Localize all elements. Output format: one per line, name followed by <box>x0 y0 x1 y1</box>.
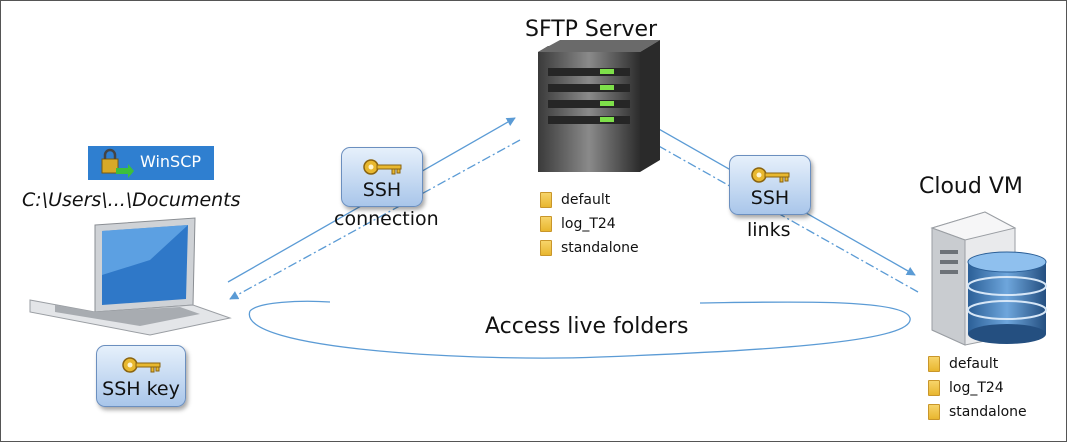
connection-arrow-down <box>229 139 521 300</box>
ssh-key-badge: SSH key <box>96 345 186 407</box>
key-icon <box>751 167 790 183</box>
ssh-connection-line1: SSH <box>362 179 402 201</box>
ssh-connection-line2: connection <box>334 208 439 230</box>
client-path: C:\Users\...\Documents <box>22 189 241 211</box>
folder-item: default <box>540 188 639 212</box>
cloud-folder-list: default log_T24 standalone <box>928 352 1027 424</box>
ssh-links-line1: SSH <box>750 187 790 209</box>
access-ellipse <box>248 301 911 359</box>
link-arrow-up <box>647 139 919 293</box>
folder-item: log_T24 <box>540 212 639 236</box>
key-icon <box>363 159 402 175</box>
folder-icon <box>928 380 940 396</box>
folder-item: standalone <box>540 236 639 260</box>
server-icon <box>538 40 660 172</box>
ssh-key-label: SSH key <box>102 378 180 400</box>
server-folder-list: default log_T24 standalone <box>540 188 639 260</box>
folder-icon <box>540 240 552 256</box>
folder-icon <box>540 216 552 232</box>
ssh-links-line2: links <box>747 219 791 241</box>
cloud-vm-title: Cloud VM <box>919 174 1023 199</box>
folder-item: standalone <box>928 400 1027 424</box>
folder-icon <box>540 192 552 208</box>
cloud-vm-icon <box>930 211 1047 346</box>
ssh-links-badge: SSH <box>729 155 811 215</box>
folder-item: default <box>928 352 1027 376</box>
key-icon <box>122 357 161 373</box>
winscp-badge: WinSCP <box>88 146 214 180</box>
folder-item: log_T24 <box>928 376 1027 400</box>
winscp-label: WinSCP <box>140 152 202 171</box>
winscp-lock-icon <box>101 148 134 178</box>
laptop-icon <box>29 217 232 336</box>
folder-icon <box>928 356 940 372</box>
access-live-folders-label: Access live folders <box>485 314 689 339</box>
server-title: SFTP Server <box>525 17 658 42</box>
folder-icon <box>928 404 940 420</box>
ssh-connection-badge: SSH <box>341 147 423 207</box>
